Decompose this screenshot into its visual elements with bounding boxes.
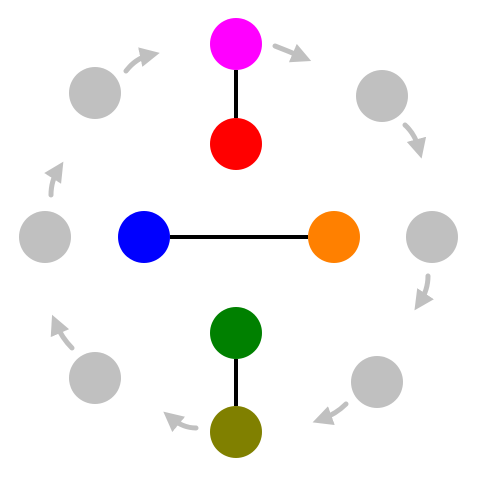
rotation-arrow-icon — [272, 43, 312, 63]
green-node — [210, 307, 262, 359]
rotation-arrows — [44, 43, 434, 433]
rotation-arrow-icon — [50, 314, 75, 351]
orange-node — [308, 211, 360, 263]
rotation-arrow-icon — [44, 161, 64, 198]
ghost-lower-right-node — [351, 356, 403, 408]
rotation-arrow-icon — [312, 401, 349, 426]
rotation-arrow-icon — [123, 47, 160, 74]
connector-lines — [170, 70, 308, 406]
magenta-node — [210, 18, 262, 70]
rotation-arrow-icon — [414, 273, 434, 311]
ghost-right-node — [406, 211, 458, 263]
ghost-nodes — [19, 67, 458, 408]
ghost-upper-right-node — [356, 70, 408, 122]
colored-nodes — [118, 18, 360, 458]
ghost-upper-left-node — [69, 67, 121, 119]
ghost-lower-left-node — [69, 352, 121, 404]
rotation-arrow-icon — [402, 122, 427, 159]
red-node — [210, 118, 262, 170]
ghost-left-node — [19, 211, 71, 263]
rotation-arrow-icon — [163, 411, 199, 433]
blue-node — [118, 211, 170, 263]
olive-node — [210, 406, 262, 458]
